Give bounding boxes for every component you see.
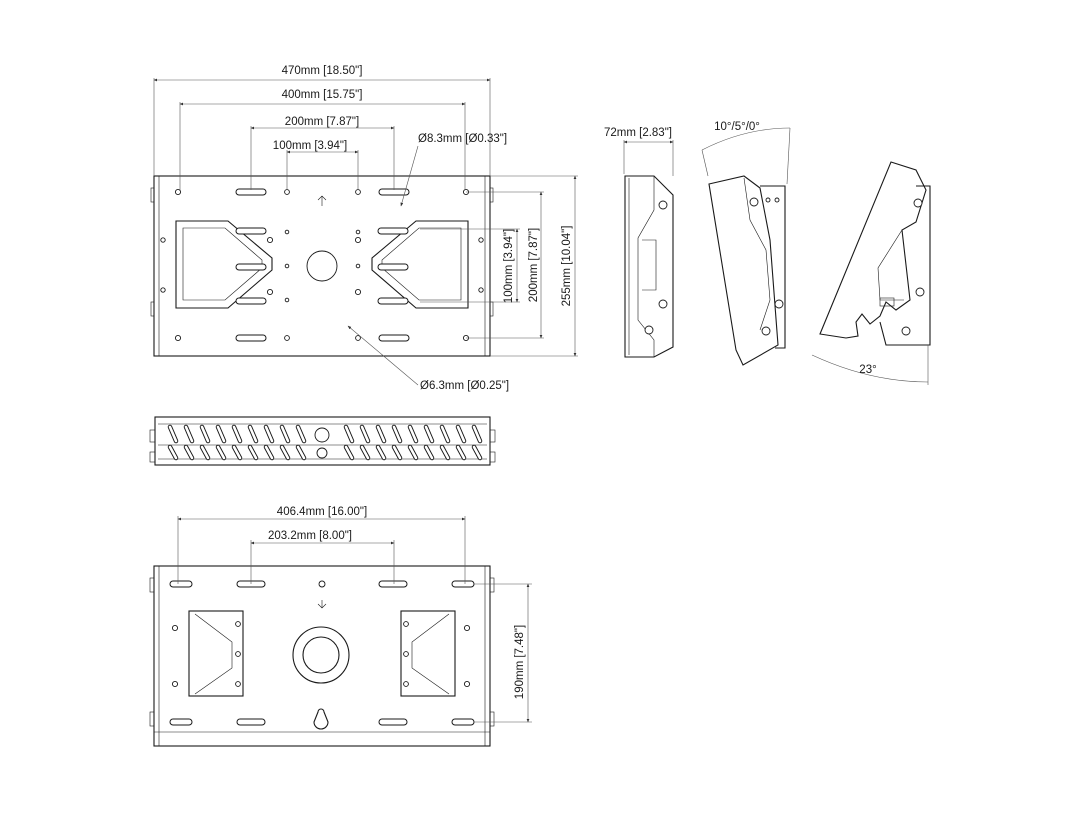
tilt-label: 10°/5°/0°	[714, 121, 760, 133]
vent-slot	[232, 425, 242, 443]
center-hole	[306, 250, 338, 282]
top-view	[149, 416, 496, 466]
vent-slot	[344, 445, 354, 460]
vent-slot	[360, 445, 370, 460]
vent-slot	[360, 425, 370, 443]
vent-slot	[216, 425, 226, 443]
vent-slot	[200, 445, 210, 460]
dim-72-label: 72mm [2.83"]	[604, 127, 672, 139]
vent-slot	[264, 425, 274, 443]
vent-slot	[392, 425, 402, 443]
up-arrow-icon	[317, 195, 327, 206]
vent-slot	[296, 425, 306, 443]
left-handle	[175, 220, 273, 309]
side-view-angled: 23°	[811, 161, 931, 385]
vent-slot	[376, 445, 386, 460]
vent-slot	[280, 425, 290, 443]
dim-470-label: 470mm [18.50"]	[282, 65, 363, 77]
vent-slot	[392, 445, 402, 460]
front-view: 470mm [18.50"] 400mm [15.75"] 200mm [7.8…	[150, 65, 578, 392]
vent-slot	[280, 445, 290, 460]
vent-slot	[456, 425, 466, 443]
vent-slot	[440, 445, 450, 460]
dim-100h-label: 100mm [3.94"]	[273, 140, 347, 152]
vent-slot	[168, 445, 178, 460]
side-view-flat: 72mm [2.83"]	[604, 127, 674, 358]
cable-hole	[314, 427, 330, 443]
hole-83-label: Ø8.3mm [Ø0.33"]	[418, 133, 507, 145]
hole-63-label: Ø6.3mm [Ø0.25"]	[420, 380, 509, 392]
vent-slot	[248, 445, 258, 460]
dim-255v-label: 255mm [10.04"]	[561, 226, 573, 307]
rear-view: 406.4mm [16.00"] 203.2mm [8.00"] 190mm […	[149, 506, 532, 747]
vent-slot	[408, 425, 418, 443]
right-handle	[371, 220, 469, 309]
vent-slot	[456, 445, 466, 460]
vent-slot	[200, 425, 210, 443]
vent-slot	[344, 425, 354, 443]
angle-label: 23°	[859, 364, 876, 376]
vent-slot	[168, 425, 178, 443]
vent-slot	[424, 445, 434, 460]
vent-slot	[296, 445, 306, 460]
side-view-tilt: 10°/5°/0°	[701, 121, 791, 366]
vent-slot	[216, 445, 226, 460]
vent-slot	[248, 425, 258, 443]
dim-100v-label: 100mm [3.94"]	[503, 229, 515, 303]
dim-200h-label: 200mm [7.87"]	[285, 116, 359, 128]
vent-slot	[424, 425, 434, 443]
vent-slot	[184, 425, 194, 443]
rear-center-ring	[292, 626, 350, 684]
dim-400-label: 400mm [15.75"]	[282, 89, 363, 101]
down-arrow-icon	[317, 600, 327, 609]
vent-slot	[408, 445, 418, 460]
vent-slot	[376, 425, 386, 443]
dim-200v-label: 200mm [7.87"]	[528, 228, 540, 302]
dim-203-label: 203.2mm [8.00"]	[268, 530, 352, 542]
dim-190v-label: 190mm [7.48"]	[514, 625, 526, 699]
dim-406-label: 406.4mm [16.00"]	[277, 506, 367, 518]
vent-slot	[232, 445, 242, 460]
vent-slot	[472, 425, 482, 443]
vent-slot	[184, 445, 194, 460]
vent-slot	[440, 425, 450, 443]
vent-slot	[472, 445, 482, 460]
keyhole	[313, 708, 329, 730]
vent-slot	[264, 445, 274, 460]
